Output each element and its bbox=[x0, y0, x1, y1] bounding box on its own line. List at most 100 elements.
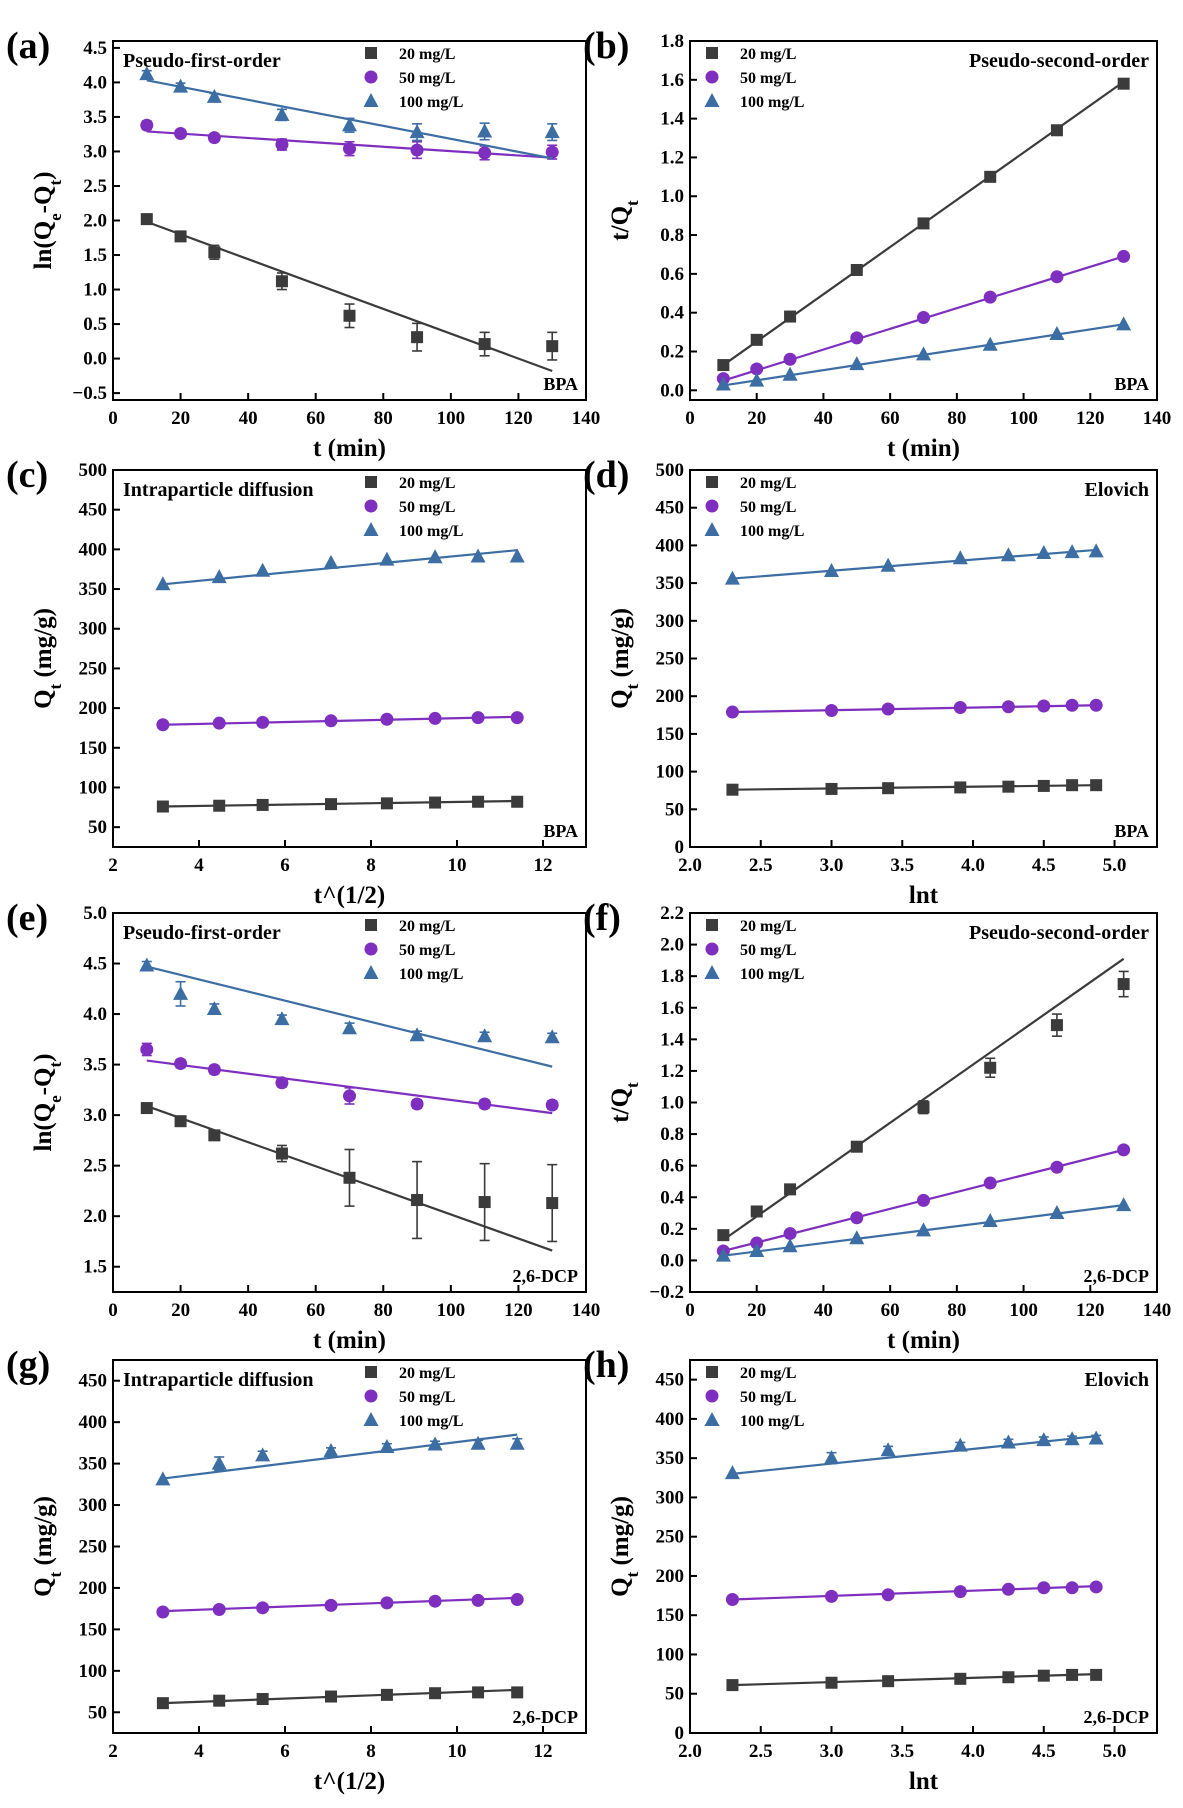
data-point bbox=[953, 701, 967, 715]
data-point bbox=[1049, 1205, 1065, 1220]
legend-label: 50 mg/L bbox=[399, 1389, 455, 1406]
data-point bbox=[984, 1061, 997, 1074]
y-tick-label: 400 bbox=[656, 535, 685, 556]
data-point bbox=[325, 798, 338, 811]
legend-item: 100 mg/L bbox=[704, 1412, 804, 1430]
x-tick-label: 60 bbox=[306, 1300, 325, 1321]
legend-label: 100 mg/L bbox=[740, 523, 804, 540]
y-tick-label: 300 bbox=[79, 1495, 108, 1516]
data-point bbox=[155, 576, 171, 591]
legend-item: 50 mg/L bbox=[364, 499, 455, 516]
series-20-mg-l bbox=[156, 795, 524, 813]
legend-marker bbox=[706, 919, 718, 931]
data-point bbox=[850, 263, 863, 276]
x-tick-label: 4.0 bbox=[961, 855, 985, 876]
data-point bbox=[380, 1688, 393, 1701]
data-point bbox=[1049, 326, 1065, 341]
panel-label: (f) bbox=[583, 897, 621, 939]
legend-item: 20 mg/L bbox=[365, 918, 455, 935]
y-tick-label: 3.5 bbox=[83, 107, 107, 128]
y-tick-label: 1.8 bbox=[660, 966, 684, 987]
data-point bbox=[275, 1076, 289, 1090]
legend-item: 100 mg/L bbox=[363, 522, 463, 540]
data-point bbox=[715, 376, 731, 391]
data-point bbox=[208, 246, 221, 259]
data-point bbox=[173, 985, 189, 1000]
legend-label: 20 mg/L bbox=[740, 918, 796, 935]
x-tick-label: 5.0 bbox=[1103, 1741, 1127, 1762]
x-tick-label: 80 bbox=[947, 408, 966, 429]
data-point bbox=[324, 1598, 338, 1612]
legend-marker bbox=[705, 942, 719, 956]
y-tick-label: 1.0 bbox=[83, 280, 107, 301]
x-tick-label: 2.5 bbox=[749, 1741, 773, 1762]
y-tick-label: 350 bbox=[656, 573, 685, 594]
legend-marker bbox=[365, 919, 377, 931]
data-point bbox=[471, 1593, 485, 1607]
x-tick-label: 20 bbox=[747, 408, 766, 429]
y-tick-label: 1.5 bbox=[83, 245, 107, 266]
compound-label: 2,6-DCP bbox=[1084, 1266, 1150, 1286]
legend-item: 100 mg/L bbox=[704, 93, 804, 111]
legend-item: 50 mg/L bbox=[705, 499, 796, 516]
data-point bbox=[783, 1227, 797, 1241]
y-tick-label: 1.6 bbox=[660, 70, 684, 91]
data-point bbox=[380, 712, 394, 726]
data-point bbox=[1037, 1581, 1051, 1595]
y-tick-label: 2.0 bbox=[83, 211, 107, 232]
x-axis-label: t (min) bbox=[313, 435, 386, 462]
data-point bbox=[880, 1442, 896, 1457]
data-point bbox=[1000, 547, 1016, 562]
data-point bbox=[726, 783, 739, 796]
y-tick-label: 3.5 bbox=[83, 1055, 107, 1076]
fit-line bbox=[146, 220, 553, 373]
legend-item: 50 mg/L bbox=[705, 1389, 796, 1406]
legend-marker bbox=[364, 942, 378, 956]
data-point bbox=[882, 1675, 895, 1688]
legend-marker bbox=[704, 1412, 720, 1426]
panel-label: (d) bbox=[583, 454, 629, 496]
x-tick-label: 6 bbox=[280, 855, 290, 876]
data-point bbox=[953, 1585, 967, 1599]
y-tick-label: 5.0 bbox=[83, 903, 107, 924]
y-tick-label: 0.0 bbox=[660, 1250, 684, 1271]
data-point bbox=[206, 1001, 222, 1016]
x-tick-label: 4 bbox=[194, 855, 204, 876]
data-point bbox=[850, 331, 864, 345]
data-point bbox=[470, 548, 486, 563]
data-point bbox=[212, 716, 226, 730]
data-point bbox=[1117, 249, 1131, 263]
y-axis-label: t/Qt bbox=[607, 200, 642, 241]
legend-item: 20 mg/L bbox=[706, 475, 796, 492]
x-tick-label: 2 bbox=[108, 855, 118, 876]
data-point bbox=[511, 795, 524, 808]
y-tick-label: 100 bbox=[656, 1644, 685, 1665]
fit-line bbox=[146, 965, 553, 1068]
y-axis-label: Qt (mg/g) bbox=[30, 1496, 65, 1597]
x-tick-label: 140 bbox=[1143, 408, 1172, 429]
y-tick-label: 1.0 bbox=[660, 186, 684, 207]
x-tick-label: 3.5 bbox=[890, 855, 914, 876]
legend-item: 20 mg/L bbox=[365, 46, 455, 63]
panel-label: (e) bbox=[6, 897, 48, 939]
data-point bbox=[213, 799, 226, 812]
data-point bbox=[1065, 1581, 1079, 1595]
y-tick-label: 200 bbox=[79, 1578, 108, 1599]
data-point bbox=[256, 715, 270, 729]
x-tick-label: 6 bbox=[280, 1741, 290, 1762]
legend-label: 20 mg/L bbox=[740, 1365, 796, 1382]
data-point bbox=[850, 1140, 863, 1153]
legend-item: 20 mg/L bbox=[365, 1365, 455, 1382]
y-tick-label: 150 bbox=[656, 724, 685, 745]
data-point bbox=[544, 1029, 560, 1044]
y-tick-label: 500 bbox=[79, 460, 108, 481]
data-point bbox=[546, 1197, 559, 1210]
data-point bbox=[471, 711, 485, 725]
legend-marker bbox=[365, 1366, 377, 1378]
data-point bbox=[545, 1098, 559, 1112]
x-axis-label: t (min) bbox=[887, 1327, 960, 1354]
series-50-mg-l bbox=[725, 1580, 1103, 1607]
legend-label: 20 mg/L bbox=[740, 475, 796, 492]
data-point bbox=[545, 145, 559, 159]
y-axis-label: Qt (mg/g) bbox=[607, 608, 642, 709]
